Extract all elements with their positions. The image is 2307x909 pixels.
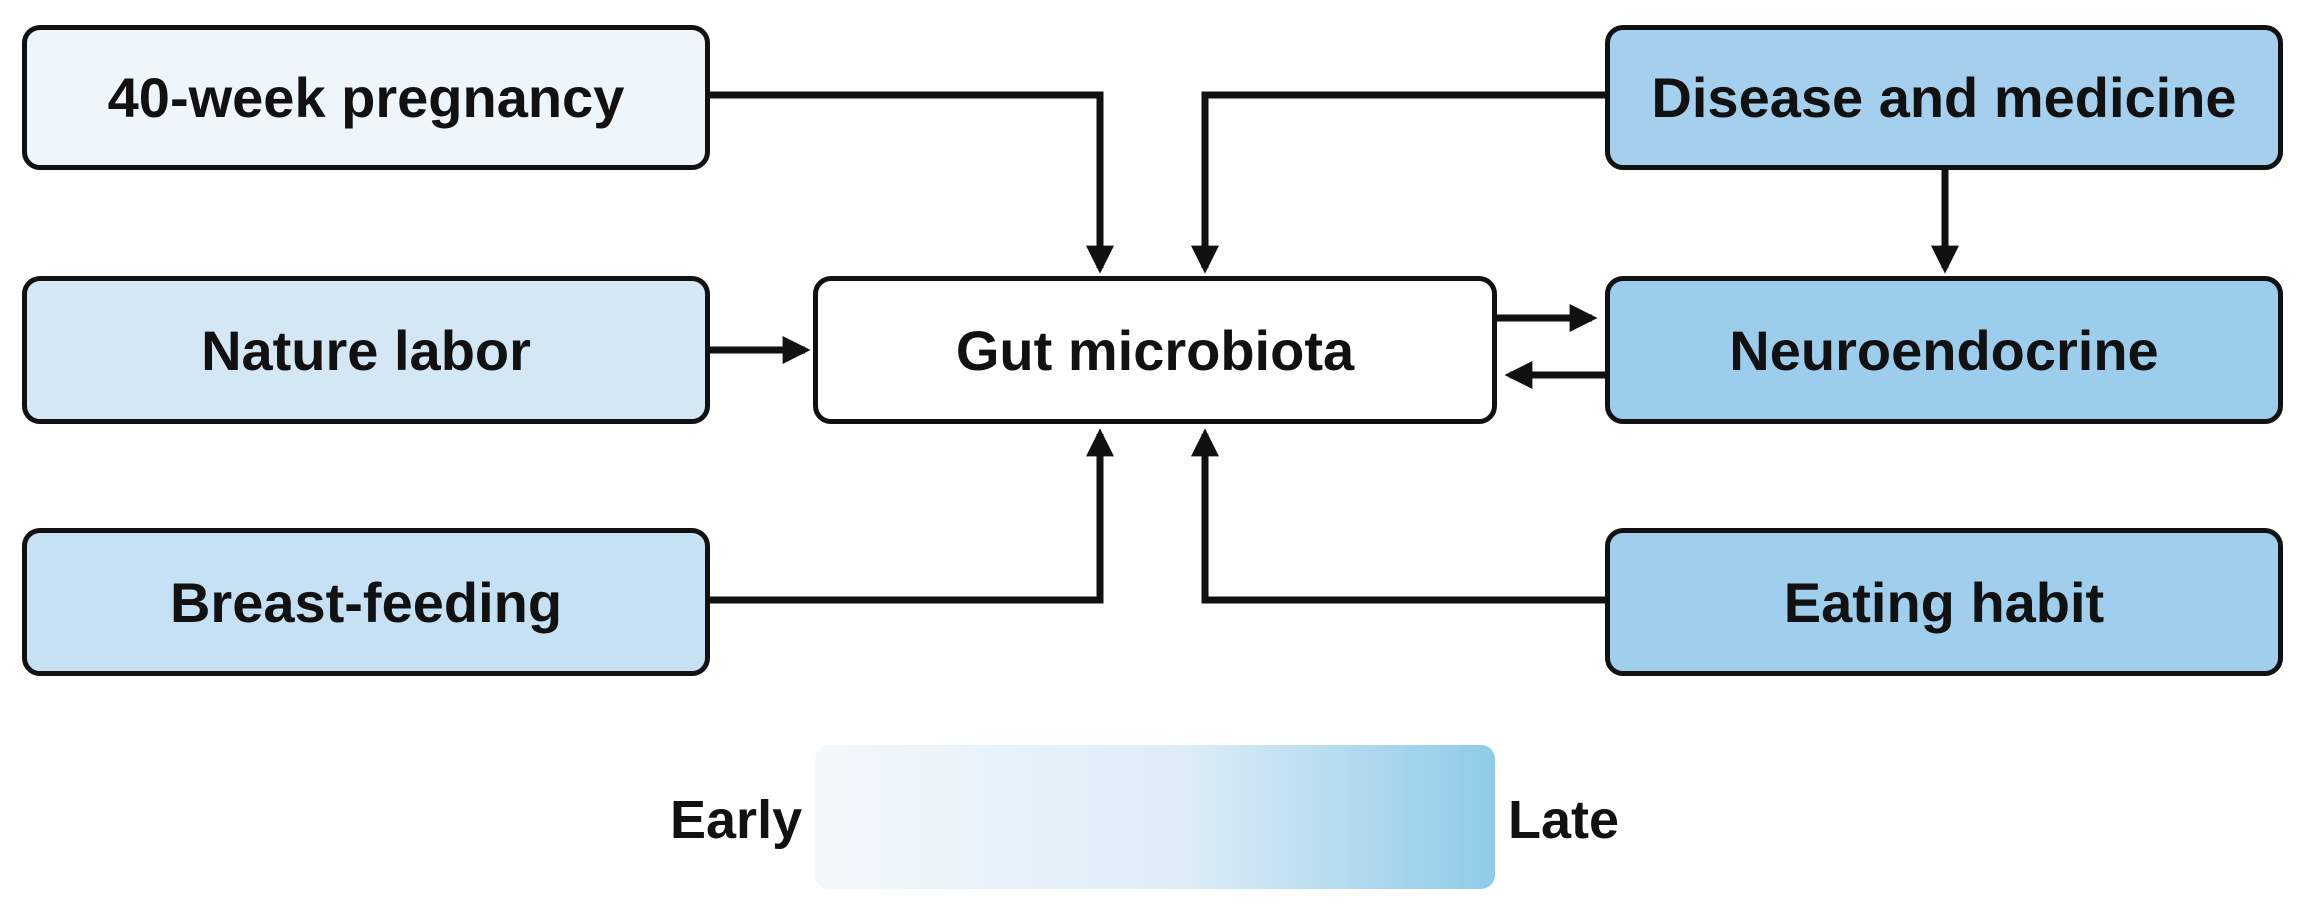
node-nature-labor-label: Nature labor [201, 318, 531, 382]
node-pregnancy: 40-week pregnancy [22, 25, 710, 170]
legend-late-label: Late [1508, 790, 1620, 850]
legend-gradient-bar [815, 745, 1495, 889]
arrow-eating-to-gut [1191, 428, 1605, 604]
node-breast-feeding-label: Breast-feeding [169, 570, 563, 634]
legend-early-label: Early [670, 790, 803, 850]
node-nature-labor: Nature labor [22, 276, 710, 424]
node-gut-microbiota: Gut microbiota [813, 276, 1497, 424]
node-neuroendocrine-label: Neuroendocrine [1729, 318, 2159, 382]
node-eating-habit: Eating habit [1605, 528, 2283, 676]
node-gut-microbiota-label: Gut microbiota [955, 318, 1355, 382]
arrow-disease-to-gut [1191, 91, 1605, 274]
node-disease-and-medicine: Disease and medicine [1605, 25, 2283, 170]
node-disease-and-medicine-label: Disease and medicine [1651, 66, 2237, 129]
arrow-breastfeeding-to-gut [710, 428, 1114, 604]
node-eating-habit-label: Eating habit [1783, 570, 2105, 634]
node-breast-feeding: Breast-feeding [22, 528, 710, 676]
node-pregnancy-label: 40-week pregnancy [107, 66, 625, 129]
arrow-pregnancy-to-gut [710, 91, 1114, 274]
node-neuroendocrine: Neuroendocrine [1605, 276, 2283, 424]
